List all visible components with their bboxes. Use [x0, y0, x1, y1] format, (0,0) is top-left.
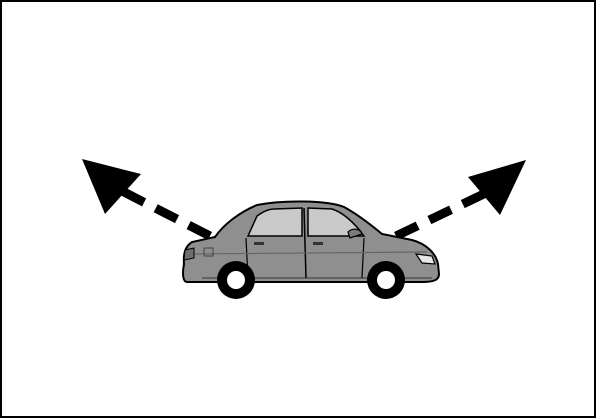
taillight — [183, 247, 195, 261]
rear-door-handle — [254, 242, 264, 245]
fuel-cap — [203, 247, 214, 257]
right-arrow-head — [468, 160, 526, 215]
front-wheel — [367, 261, 405, 299]
door-seam-middle — [303, 207, 307, 279]
front-window — [307, 207, 366, 237]
right-dashed-arrow-icon — [394, 160, 526, 241]
front-rim — [377, 271, 395, 289]
rear-window — [246, 207, 303, 237]
left-dashed-arrow-icon — [82, 159, 213, 241]
door-seam-front — [361, 237, 365, 279]
front-door-handle — [313, 242, 323, 245]
rear-rim — [227, 271, 245, 289]
left-arrow-shaft — [117, 185, 213, 241]
body-crease — [189, 251, 428, 255]
headlight — [414, 253, 436, 265]
side-mirror — [347, 228, 363, 239]
left-arrow-head — [82, 159, 141, 214]
right-arrow-shaft — [394, 187, 490, 241]
sedan-car-icon — [182, 200, 441, 299]
rear-wheel — [217, 261, 255, 299]
